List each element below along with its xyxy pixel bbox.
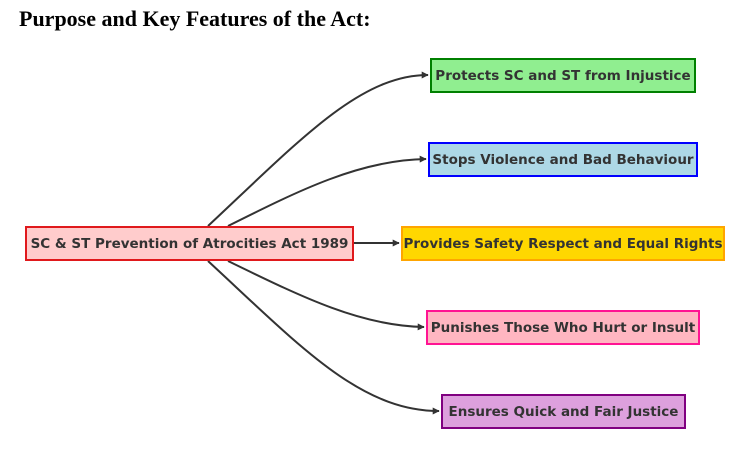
- feature-node-provides-safety: Provides Safety Respect and Equal Rights: [401, 226, 725, 261]
- feature-node-stops-violence: Stops Violence and Bad Behaviour: [428, 142, 698, 177]
- feature-label-punishes: Punishes Those Who Hurt or Insult: [430, 319, 696, 336]
- feature-label-ensures-justice: Ensures Quick and Fair Justice: [448, 403, 679, 420]
- edge-to-protects: [207, 71, 429, 227]
- edge-to-stops-violence: [227, 155, 427, 227]
- page-title: Purpose and Key Features of the Act:: [19, 6, 371, 31]
- feature-label-protects: Protects SC and ST from Injustice: [435, 67, 691, 84]
- edge-to-ensures-justice: [207, 260, 440, 415]
- root-node: SC & ST Prevention of Atrocities Act 198…: [25, 226, 354, 261]
- feature-node-ensures-justice: Ensures Quick and Fair Justice: [441, 394, 686, 429]
- feature-label-stops-violence: Stops Violence and Bad Behaviour: [432, 151, 694, 168]
- root-node-label: SC & ST Prevention of Atrocities Act 198…: [30, 235, 349, 252]
- feature-node-punishes: Punishes Those Who Hurt or Insult: [426, 310, 700, 345]
- feature-node-protects: Protects SC and ST from Injustice: [430, 58, 696, 93]
- feature-label-provides-safety: Provides Safety Respect and Equal Rights: [403, 235, 723, 252]
- edge-to-punishes: [227, 260, 425, 331]
- edges-group: [207, 71, 440, 415]
